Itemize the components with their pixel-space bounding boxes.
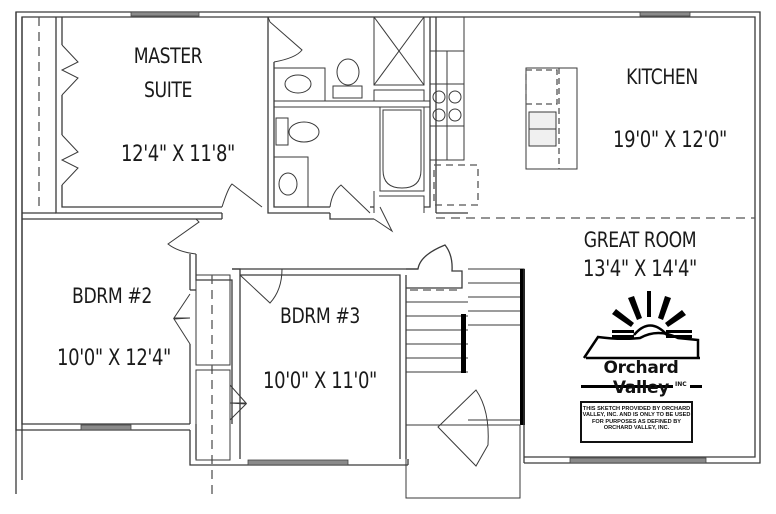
room-dimensions-kitchen: 19'0" X 12'0" xyxy=(613,128,727,153)
room-name-bdrm-3: BDRM #3 xyxy=(280,304,360,328)
bdrm3-walls xyxy=(232,268,418,459)
company-logo-name: Orchard Valley xyxy=(603,358,679,398)
kitchen-fixtures xyxy=(430,16,755,219)
bathroom-fixtures xyxy=(267,16,437,214)
company-logo-suffix: INC xyxy=(675,381,687,388)
room-dimensions-master-suite: 12'4" X 11'8" xyxy=(121,142,235,167)
master-suite-walls xyxy=(22,17,263,220)
hall xyxy=(167,206,394,424)
room-dimensions-great-room: 13'4" X 14'4" xyxy=(583,257,697,282)
room-name-master-suite-line1: MASTER xyxy=(133,44,203,68)
bdrm2-closets xyxy=(173,274,248,500)
disclaimer-box: THIS SKETCH PROVIDED BY ORCHARD VALLEY, … xyxy=(580,401,693,443)
room-dimensions-bdrm-3: 10'0" X 11'0" xyxy=(263,369,377,394)
room-name-master-suite-line2: SUITE xyxy=(144,78,192,102)
windows xyxy=(80,11,707,466)
sun-over-hills-icon xyxy=(581,291,702,388)
room-name-bdrm-2: BDRM #2 xyxy=(72,284,152,308)
room-name-kitchen: KITCHEN xyxy=(626,65,698,89)
stairs xyxy=(405,244,525,499)
room-dimensions-bdrm-2: 10'0" X 12'4" xyxy=(57,346,171,371)
room-name-great-room: GREAT ROOM xyxy=(583,228,697,252)
